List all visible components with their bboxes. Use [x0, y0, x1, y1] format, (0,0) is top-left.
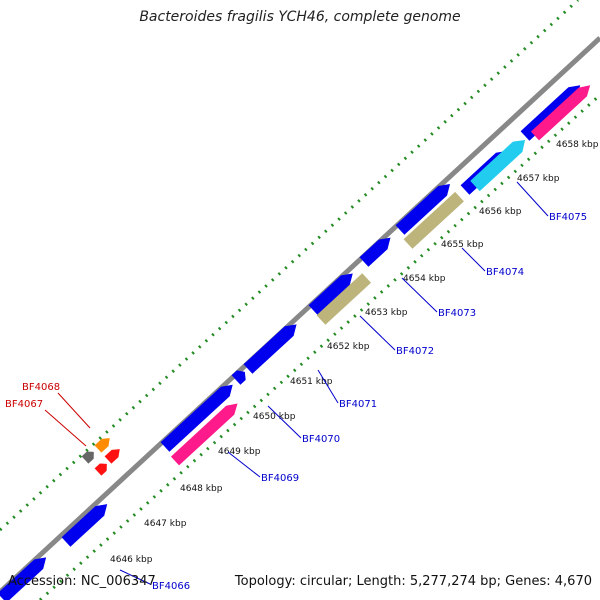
genome-summary-text: Topology: circular; Length: 5,277,274 bp…	[234, 574, 592, 589]
tick-label: 4648 kbp	[180, 484, 223, 494]
gene-label[interactable]: BF4066	[152, 581, 190, 592]
tick-label: 4649 kbp	[218, 447, 261, 457]
tick-label: 4653 kbp	[365, 308, 408, 318]
leader-line	[119, 569, 151, 585]
map-title: Bacteroides fragilis YCH46, complete gen…	[139, 9, 461, 25]
gene-label[interactable]: BF4075	[549, 212, 587, 223]
gene-arrow-blue[interactable]	[359, 233, 395, 267]
leader-line-red	[57, 392, 91, 429]
gene-box-orange[interactable]	[94, 434, 114, 453]
gene-arrow-blue[interactable]	[231, 367, 250, 385]
leader-line	[401, 277, 438, 313]
gene-arrow-blue[interactable]	[243, 320, 301, 374]
gene-label[interactable]: BF4074	[486, 267, 524, 278]
gene-arrow-blue[interactable]	[61, 499, 112, 547]
gene-box-cyan[interactable]	[470, 135, 530, 192]
gene-label-red[interactable]: BF4067	[5, 399, 43, 410]
gene-label[interactable]: BF4070	[302, 434, 340, 445]
leader-line	[359, 315, 396, 351]
leader-line	[461, 247, 486, 272]
tick-label: 4650 kbp	[253, 412, 296, 422]
tick-label: 4647 kbp	[144, 519, 187, 529]
gene-label[interactable]: BF4073	[438, 308, 476, 319]
gene-box-khaki[interactable]	[403, 191, 464, 249]
tick-label: 4651 kbp	[290, 377, 333, 387]
leader-line	[267, 405, 302, 439]
gene-arrow-blue[interactable]	[395, 179, 455, 235]
gene-label[interactable]: BF4069	[261, 473, 299, 484]
gene-arrow-blue[interactable]	[520, 80, 585, 141]
tick-label: 4652 kbp	[327, 342, 370, 352]
leader-line	[317, 369, 339, 404]
tick-label: 4646 kbp	[110, 555, 153, 565]
outer-dotted-line	[0, 0, 580, 532]
gene-label[interactable]: BF4071	[339, 399, 377, 410]
gene-arrow-blue[interactable]	[0, 553, 51, 600]
leader-line	[516, 181, 549, 217]
gene-arrow-blue[interactable]	[160, 380, 238, 452]
leader-line-red	[44, 409, 87, 447]
gene-box-red[interactable]	[94, 460, 111, 476]
gene-box-gray[interactable]	[81, 448, 98, 464]
tick-label: 4657 kbp	[517, 174, 560, 184]
gene-arrow-blue[interactable]	[308, 269, 358, 315]
gene-label-red[interactable]: BF4068	[22, 382, 60, 393]
gene-label[interactable]: BF4072	[396, 346, 434, 357]
inner-dotted-line	[38, 93, 600, 600]
gene-box-khaki[interactable]	[316, 273, 372, 325]
genome-backbone	[0, 36, 600, 594]
tick-label: 4658 kbp	[556, 140, 599, 150]
tick-label: 4655 kbp	[441, 240, 484, 250]
tick-label: 4656 kbp	[479, 207, 522, 217]
leader-line	[227, 451, 261, 478]
gene-arrow-pink[interactable]	[170, 399, 242, 466]
accession-text: Accession: NC_006347	[8, 574, 156, 589]
gene-box-red[interactable]	[104, 445, 124, 464]
tick-label: 4654 kbp	[403, 274, 446, 284]
gene-arrow-pink[interactable]	[530, 81, 594, 141]
